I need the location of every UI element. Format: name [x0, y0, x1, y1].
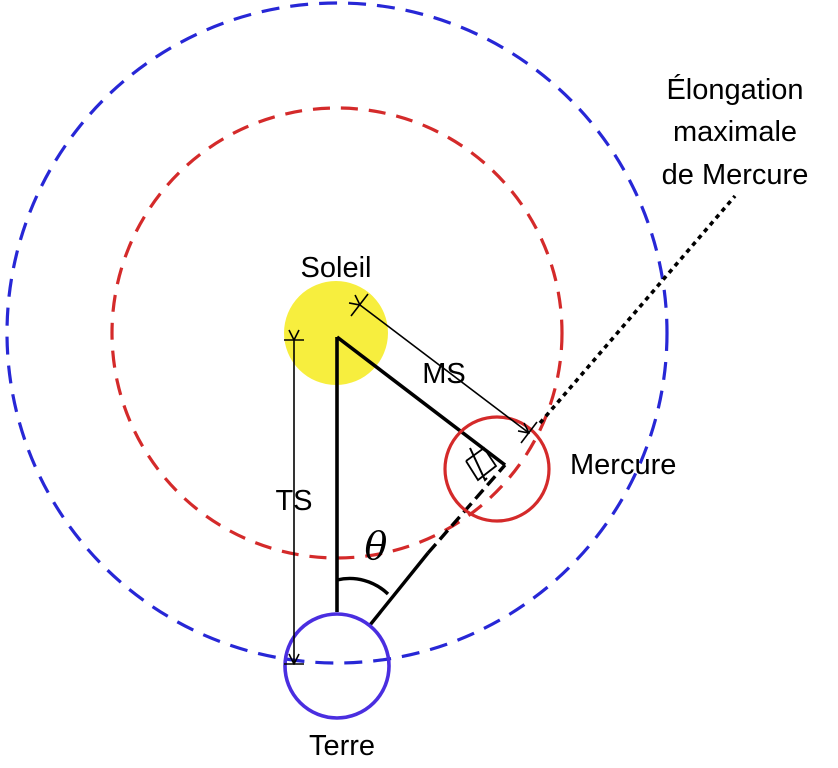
right-angle-square	[465, 446, 498, 482]
right-angle-marker	[469, 447, 488, 482]
line-of-sight-dashed	[426, 463, 507, 555]
ms-tick-mercury	[520, 421, 538, 444]
sun-label: Soleil	[301, 252, 372, 284]
mercury-orbit	[110, 106, 564, 560]
ms-dimension-line	[360, 305, 529, 433]
annotation-line-1: Élongation	[666, 73, 803, 106]
ms-label: MS	[422, 358, 466, 390]
theta-arc	[336, 576, 390, 596]
earth-orbit	[5, 1, 669, 665]
annotation-line-3: de Mercure	[662, 159, 809, 191]
earth-label: Terre	[309, 730, 375, 762]
sun-mercury-line	[335, 335, 507, 467]
mercury-label: Mercure	[570, 449, 676, 481]
theta-label: θ	[365, 524, 388, 568]
annotation-line-2: maximale	[673, 116, 797, 148]
earth-planet	[283, 612, 391, 720]
ts-label: TS	[275, 485, 312, 517]
mercury-planet	[443, 415, 551, 523]
annotation-leader	[538, 194, 737, 425]
ms-tick-sun	[350, 293, 369, 317]
line-of-sight-solid	[368, 551, 430, 627]
